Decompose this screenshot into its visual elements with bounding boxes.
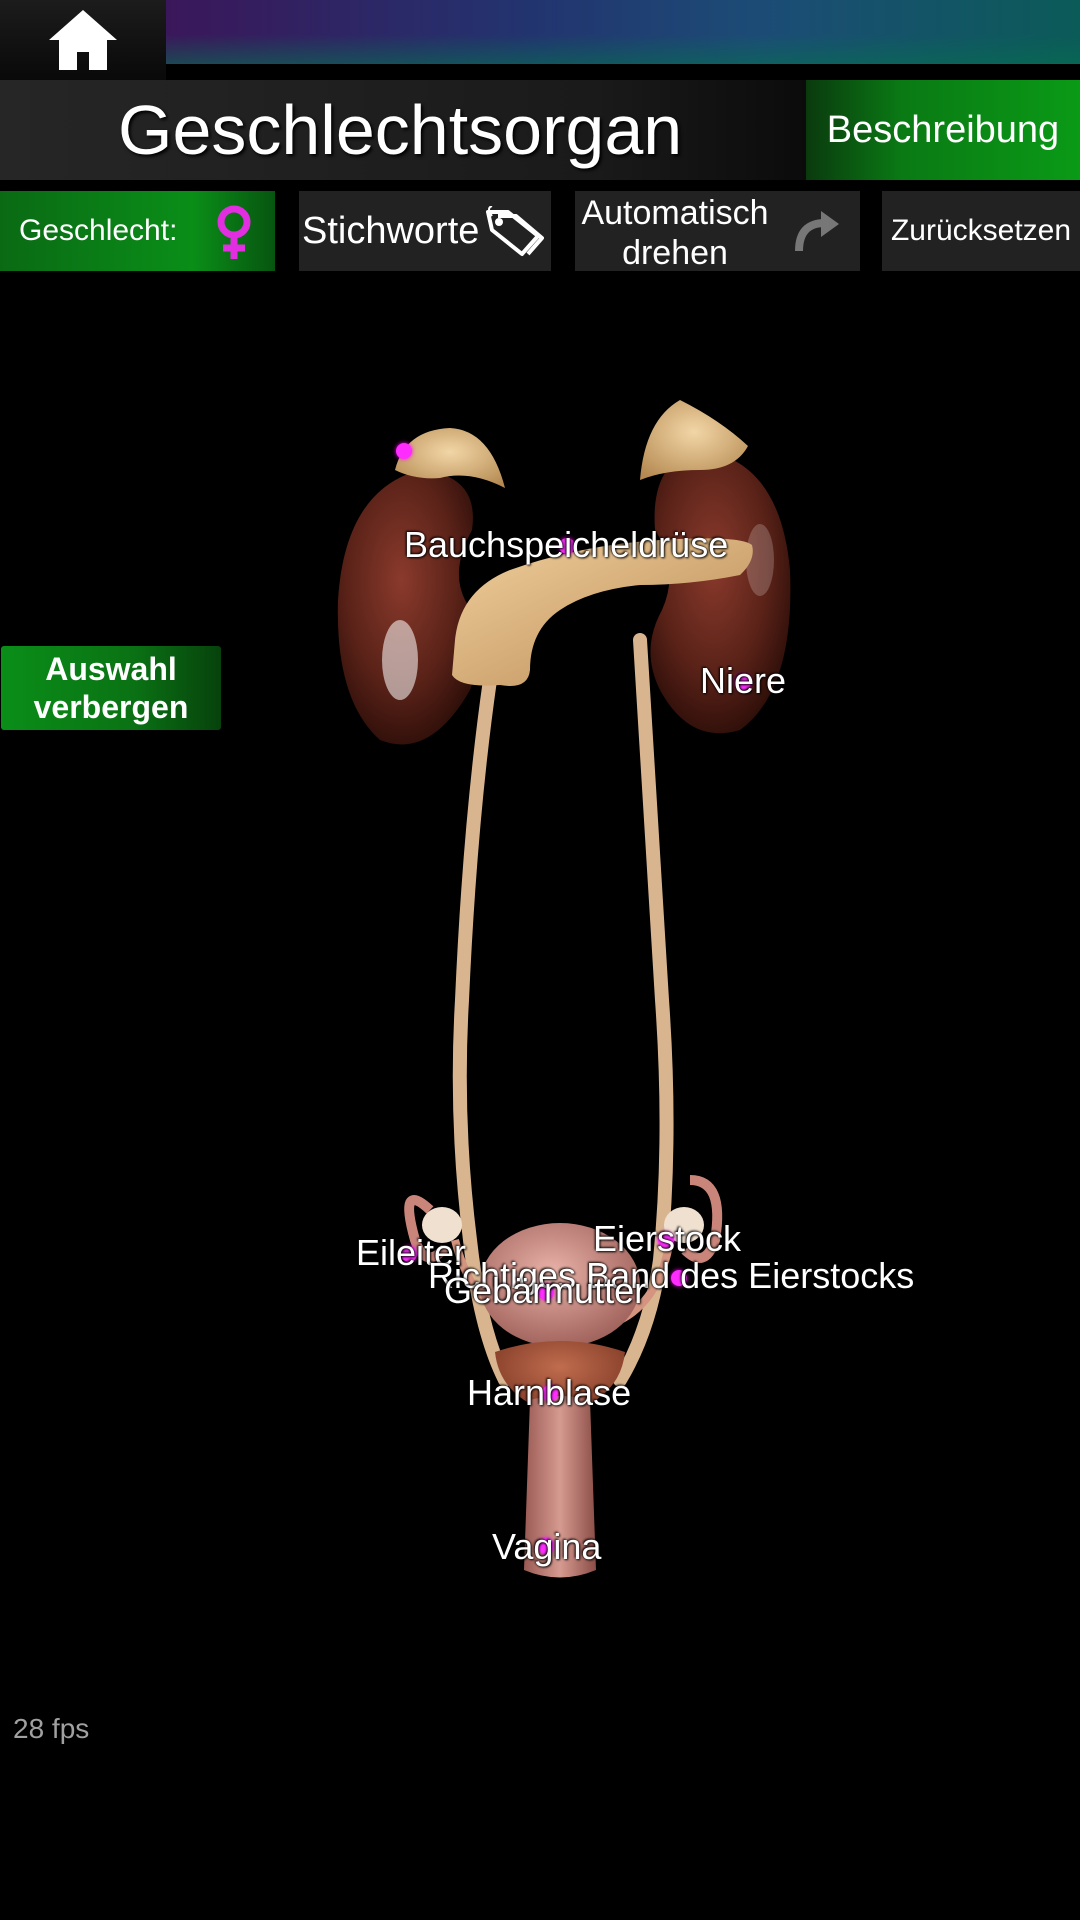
marker-dot-ovarian-ligament[interactable] (671, 1270, 687, 1286)
marker-dot-oviduct[interactable] (401, 1246, 417, 1262)
gender-button[interactable]: Geschlecht: (0, 191, 275, 271)
label-bladder[interactable]: Harnblase (467, 1372, 632, 1413)
label-kidney[interactable]: Niere (700, 660, 787, 701)
autorotate-label-line2: drehen (622, 234, 728, 272)
hide-selection-button[interactable]: Auswahl verbergen (1, 646, 221, 730)
left-fallopian-tube (404, 1195, 449, 1263)
hide-selection-line2: verbergen (33, 689, 189, 725)
home-button[interactable] (0, 0, 166, 80)
left-kidney (337, 470, 479, 745)
home-icon (49, 10, 117, 70)
right-fallopian-tube (681, 1175, 723, 1263)
female-symbol-icon (217, 205, 251, 259)
label-ovarian-ligament[interactable]: Richtiges Band des Eierstocks (428, 1255, 915, 1296)
autorotate-label-line1: Automatisch (581, 194, 769, 232)
marker-dot-ovary[interactable] (658, 1232, 674, 1248)
label-vagina[interactable]: Vagina (492, 1526, 602, 1567)
label-ovary[interactable]: Eierstock (593, 1218, 742, 1259)
right-ureter (613, 633, 674, 1387)
label-oviduct[interactable]: Eileiter (356, 1232, 467, 1273)
header-gradient-banner (166, 0, 1080, 64)
description-button[interactable]: Beschreibung (806, 80, 1080, 180)
right-ovary (664, 1207, 704, 1243)
fps-counter: 28 fps (13, 1713, 90, 1744)
marker-dot-kidney[interactable] (735, 674, 751, 690)
marker-dot-vagina[interactable] (538, 1538, 554, 1554)
left-ovary (422, 1207, 462, 1243)
marker-dot-bladder[interactable] (542, 1385, 558, 1401)
label-uterus[interactable]: Gebärmutter (444, 1270, 647, 1311)
rotate-arrow-icon (795, 211, 839, 252)
uterus (480, 1223, 640, 1347)
pancreas (452, 538, 753, 686)
left-adrenal (395, 428, 505, 488)
marker-dot-pancreas[interactable] (559, 538, 575, 554)
tag-icon (486, 206, 544, 256)
hide-selection-line1: Auswahl (45, 651, 177, 687)
tags-label: Stichworte (302, 209, 480, 252)
top-bar (0, 0, 1080, 80)
reset-button[interactable]: Zurücksetzen (882, 191, 1080, 271)
right-kidney (650, 450, 791, 734)
gender-label: Geschlecht: (19, 214, 178, 247)
page-title: Geschlechtsorgan (118, 91, 683, 169)
label-pancreas[interactable]: Bauchspeicheldrüse (404, 524, 729, 565)
autorotate-label: Automatisch drehen (575, 193, 775, 273)
marker-dot-adrenal[interactable] (396, 443, 412, 459)
left-ureter (452, 673, 512, 1387)
autorotate-button[interactable]: Automatisch drehen (575, 191, 860, 273)
marker-dot-uterus[interactable] (538, 1284, 554, 1300)
tags-button[interactable]: Stichworte (299, 191, 551, 271)
right-adrenal (640, 400, 748, 480)
bladder (495, 1341, 625, 1415)
vagina (524, 1396, 596, 1578)
